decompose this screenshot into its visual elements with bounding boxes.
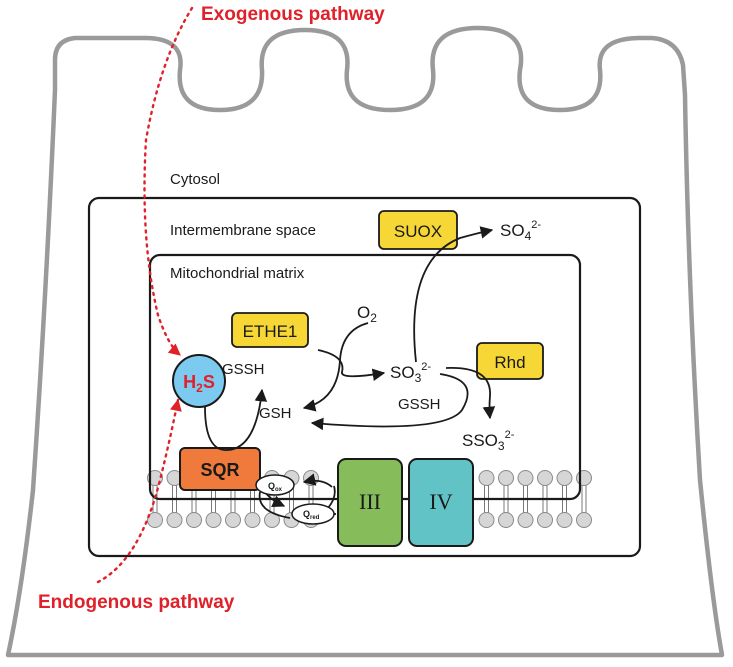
lipid-head	[205, 512, 222, 528]
lipid-head	[498, 470, 514, 486]
complex-iv	[408, 458, 474, 547]
lipid-head	[498, 512, 514, 528]
lipid-head	[244, 512, 261, 528]
lipid-head	[576, 470, 592, 486]
lipid-head	[556, 470, 573, 486]
intermembrane-space-label: Intermembrane space	[170, 222, 316, 239]
sqr-enzyme	[179, 447, 261, 491]
h2s-label: H2S	[183, 372, 215, 395]
cell-membrane	[5, 25, 725, 658]
lipid-head	[303, 470, 319, 486]
lipid-head	[225, 512, 241, 528]
lipid-head	[517, 512, 534, 528]
q-red-badge	[291, 503, 335, 525]
h2s-molecule	[172, 354, 226, 408]
lipid-head	[537, 512, 553, 528]
lipid-head	[166, 512, 183, 528]
lipid-head	[517, 470, 534, 486]
so3-label: SO32-	[390, 361, 431, 385]
inner-membrane-bilayer	[147, 470, 592, 528]
o2-consumption-arrow	[302, 322, 369, 412]
endogenous-pathway-label: Endogenous pathway	[38, 592, 235, 613]
complex-iv-label: IV	[429, 489, 452, 514]
mitochondrion-outer-membrane	[87, 196, 642, 558]
gssh-left-label: GSSH	[222, 361, 265, 378]
lipid-head	[556, 512, 573, 528]
suox-label: SUOX	[394, 222, 442, 241]
q-cycle-arrow-4	[258, 491, 291, 519]
ethe1-enzyme	[231, 312, 309, 348]
rhd-enzyme	[476, 342, 544, 380]
ethe1-label: ETHE1	[243, 322, 298, 341]
so4-label: SO42-	[500, 219, 541, 243]
q-red-label: Qred	[303, 509, 320, 521]
complex-iii-label: III	[359, 489, 381, 514]
gsh-label: GSH	[259, 405, 292, 422]
gssh-to-so3-arrow	[317, 349, 386, 382]
complex-iii	[337, 458, 403, 547]
so3-to-sso3-arrow	[445, 367, 496, 420]
o2-label: O2	[357, 303, 377, 325]
exogenous-pathway-label: Exogenous pathway	[201, 4, 385, 25]
q-ox-badge	[255, 474, 295, 496]
rhd-to-gsh-arrow	[310, 373, 469, 431]
suox-enzyme	[378, 210, 458, 250]
sqr-label: SQR	[200, 460, 239, 480]
lipid-head	[478, 470, 495, 486]
q-cycle-arrow-3	[302, 473, 333, 488]
cytosol-label: Cytosol	[170, 171, 220, 188]
lipid-head	[147, 512, 163, 528]
rhd-label: Rhd	[494, 353, 525, 372]
q-ox-label: Qox	[268, 481, 283, 493]
endogenous-pathway-arrow	[96, 398, 182, 584]
lipid-head	[576, 512, 592, 528]
so3-to-so4-arrow	[413, 226, 494, 363]
sso3-label: SSO32-	[462, 429, 515, 453]
lipid-head	[478, 512, 495, 528]
gssh-right-label: GSSH	[398, 396, 441, 413]
lipid-head	[186, 512, 202, 528]
sqr-to-gssh-arrow	[204, 388, 268, 451]
lipid-head	[537, 470, 553, 486]
lipid-tail	[581, 485, 587, 513]
mitochondrial-matrix-label: Mitochondrial matrix	[170, 265, 305, 282]
